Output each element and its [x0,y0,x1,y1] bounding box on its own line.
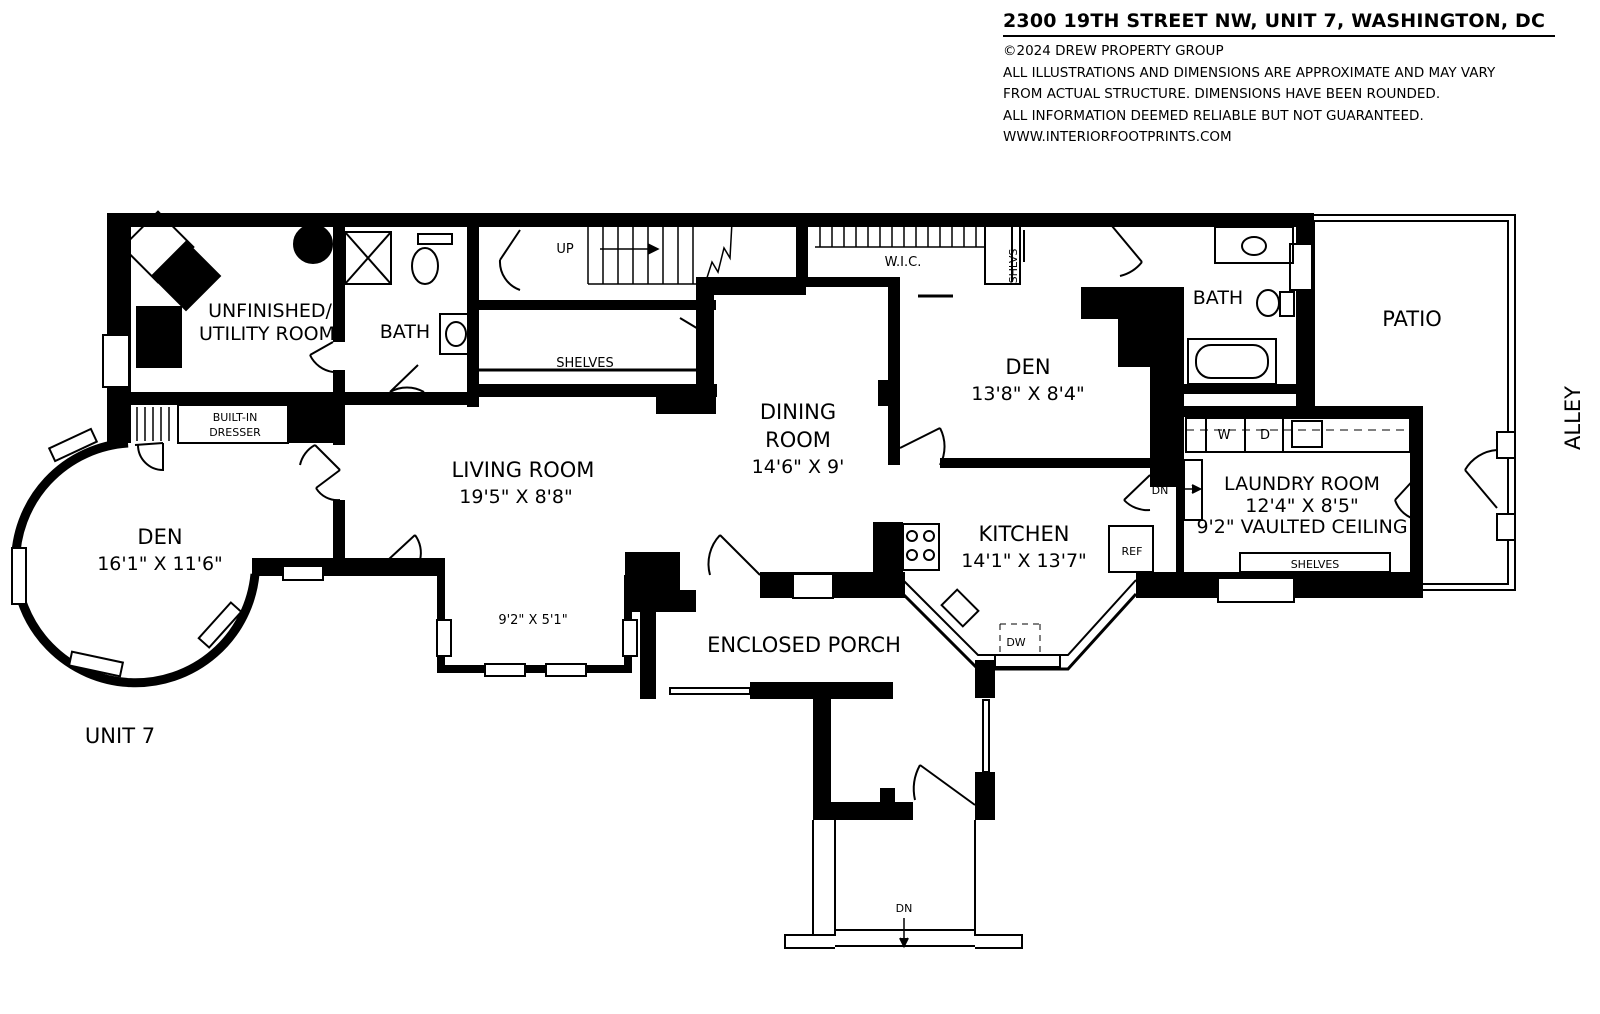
den-right-dims: 13'8" X 8'4" [971,383,1084,405]
unit-label: UNIT 7 [85,724,155,748]
laundry-dims: 12'4" X 8'5" [1245,495,1358,517]
laundry-name: LAUNDRY ROOM [1224,473,1380,495]
washer-label: W [1218,428,1231,443]
hall-shelves-label: SHELVES [556,356,613,371]
disclaimer-line-1: ALL ILLUSTRATIONS AND DIMENSIONS ARE APP… [1003,64,1496,81]
porch-dn-label: DN [896,902,913,915]
room-labels: UNFINISHED/ UTILITY ROOM BATH SHELVES UP… [85,242,1585,915]
dw-label: DW [1006,636,1025,649]
enclosed-porch-label: ENCLOSED PORCH [707,633,901,657]
disclaimer-line-2: FROM ACTUAL STRUCTURE. DIMENSIONS HAVE B… [1003,86,1441,102]
patio-outline [1314,214,1516,591]
wic-label: W.I.C. [885,255,922,270]
copyright-line: ©2024 DREW PROPERTY GROUP [1003,43,1224,59]
dining-name-line1: DINING [760,400,836,424]
bath-right-label: BATH [1193,287,1243,309]
builtin-dresser-line2: DRESSER [209,426,261,439]
laundry-shelves-label: SHELVES [1291,558,1340,571]
kitchen-name: KITCHEN [979,522,1070,546]
disclaimer-line-3: ALL INFORMATION DEEMED RELIABLE BUT NOT … [1003,107,1424,124]
bay-dims: 9'2" X 5'1" [498,613,567,628]
dryer-label: D [1260,428,1270,443]
builtin-dresser-line1: BUILT-IN [213,411,258,424]
ref-label: REF [1122,545,1143,558]
property-address: 2300 19TH STREET NW, UNIT 7, WASHINGTON,… [1003,10,1555,37]
kitchen-dims: 14'1" X 13'7" [961,550,1087,572]
den-left-dims: 16'1" X 11'6" [97,553,223,575]
kitchen-dn-label: DN [1152,484,1169,497]
den-left-name: DEN [137,525,182,549]
living-room-name: LIVING ROOM [452,458,595,482]
left-den-curve [11,438,260,688]
stairs-up-label: UP [556,242,574,257]
website-line: WWW.INTERIORFOOTPRINTS.COM [1003,129,1232,145]
doors [134,225,1498,806]
header-block: 2300 19TH STREET NW, UNIT 7, WASHINGTON,… [1003,10,1555,149]
alley-label: ALLEY [1561,386,1585,450]
windows [11,243,1516,773]
living-room-dims: 19'5" X 8'8" [459,486,572,508]
den-right-name: DEN [1005,355,1050,379]
utility-room-label-line2: UTILITY ROOM [199,323,335,345]
shlvs-label: SHLVS [1007,249,1020,284]
bath-left-label: BATH [380,321,430,343]
dining-dims: 14'6" X 9' [752,456,845,478]
utility-room-label-line1: UNFINISHED/ [208,300,332,322]
patio-label: PATIO [1382,307,1442,331]
laundry-ceiling-note: 9'2" VAULTED CEILING [1196,516,1407,538]
fixtures [121,210,1411,949]
dining-name-line2: ROOM [765,428,831,452]
